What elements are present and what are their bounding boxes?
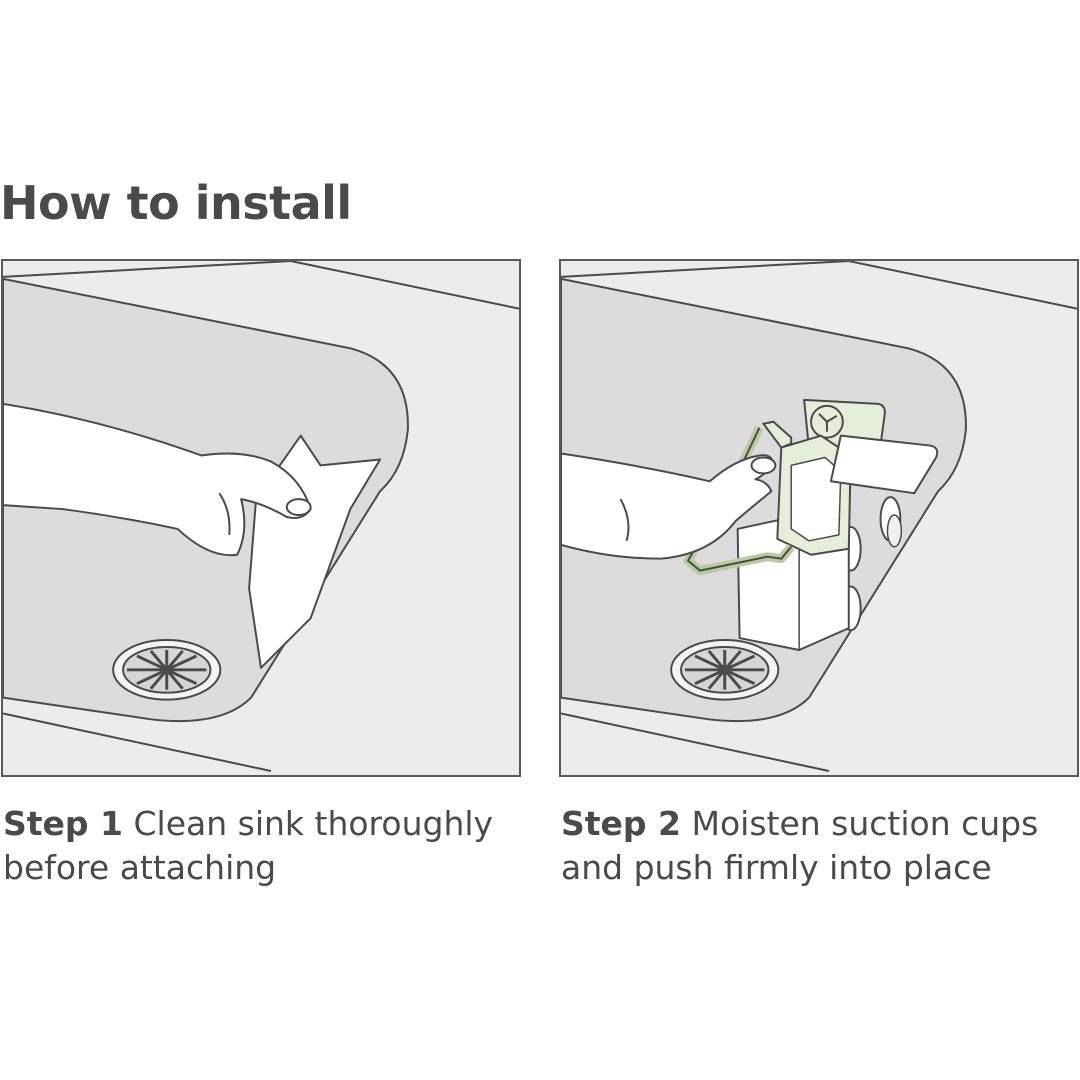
hand-icon xyxy=(3,402,312,557)
step-2-caption: Step 2 Moisten suction cups and push fir… xyxy=(561,802,1080,890)
step-1-label: Step 1 xyxy=(3,804,123,843)
step-1-illustration xyxy=(1,259,521,777)
drain-icon xyxy=(112,639,222,701)
page-title: How to install xyxy=(0,176,352,230)
step-2-label: Step 2 xyxy=(561,804,681,843)
sink-basin xyxy=(561,261,1077,773)
step-2-text: Moisten suction cups and push firmly int… xyxy=(561,804,1039,887)
step-1-text: Clean sink thoroughly before attaching xyxy=(3,804,494,887)
step-2-illustration xyxy=(559,259,1079,777)
hand-icon xyxy=(561,452,777,560)
sink-caddy-icon xyxy=(683,398,939,651)
drain-icon xyxy=(670,639,780,701)
step-1-caption: Step 1 Clean sink thoroughly before atta… xyxy=(3,802,523,890)
